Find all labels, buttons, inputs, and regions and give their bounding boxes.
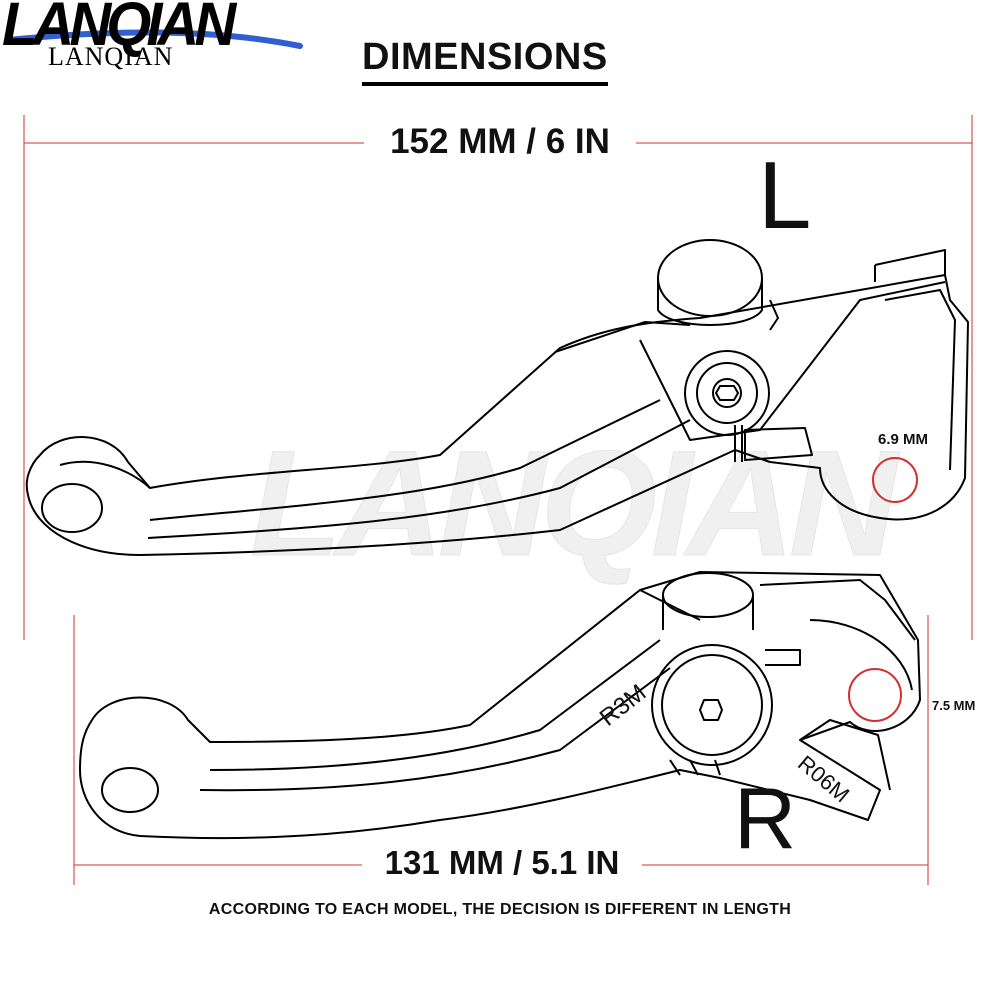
page-title: DIMENSIONS [362, 38, 608, 86]
left-lever-label: L [758, 142, 812, 249]
left-hole-marker [872, 457, 918, 503]
left-hole-size: 6.9 MM [878, 431, 929, 448]
brand-logo: LANQIAN [2, 0, 236, 59]
right-lever-label: R [734, 771, 797, 867]
right-lever [79, 571, 921, 840]
right-hole-marker [848, 668, 902, 722]
left-lever [25, 239, 969, 556]
overall-length-label: 152 MM / 6 IN [366, 124, 634, 159]
dimension-lines [23, 115, 973, 885]
short-length-label: 131 MM / 5.1 IN [364, 846, 640, 879]
logo-swoosh-icon [5, 29, 303, 49]
length-note: ACCORDING TO EACH MODEL, THE DECISION IS… [208, 901, 792, 918]
right-hole-size: 7.5 MM [932, 698, 976, 713]
brand-logo-sub: LANQIAN [48, 42, 174, 71]
brand-watermark: LANQIAN [249, 419, 897, 587]
